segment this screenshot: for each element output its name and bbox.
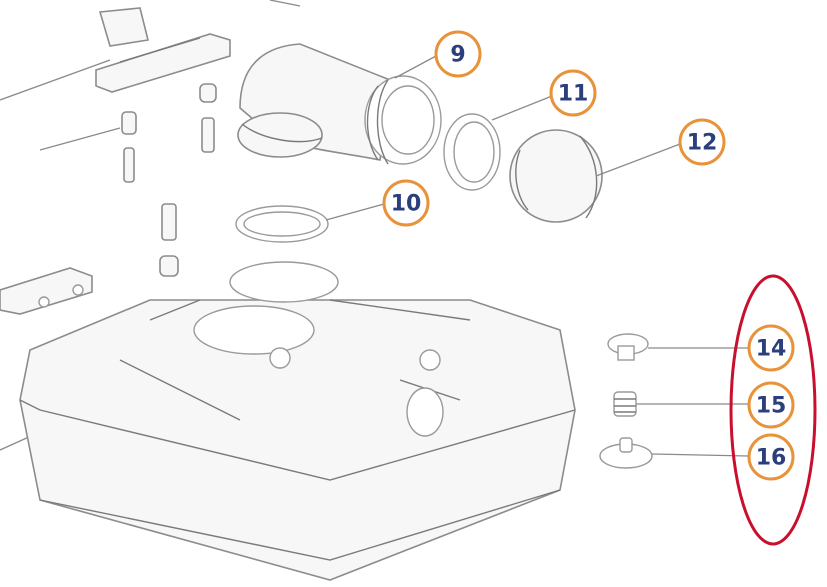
elbow-pipe-part bbox=[237, 43, 442, 165]
edge-leader-lines bbox=[0, 0, 301, 451]
seal-ring-part bbox=[443, 113, 501, 191]
latch-part bbox=[0, 267, 93, 315]
tank-body-part bbox=[19, 261, 576, 581]
handle-bracket-part bbox=[95, 7, 231, 93]
valve-disc-part bbox=[599, 437, 653, 469]
callout-16: 16 bbox=[747, 433, 795, 481]
callout-15: 15 bbox=[747, 381, 795, 429]
callout-label: 11 bbox=[558, 82, 589, 107]
callout-label: 12 bbox=[687, 131, 718, 156]
callout-12: 12 bbox=[678, 118, 726, 166]
screw-parts bbox=[121, 83, 217, 277]
callout-14: 14 bbox=[747, 324, 795, 372]
callout-10: 10 bbox=[382, 179, 430, 227]
callout-label: 14 bbox=[756, 337, 787, 362]
cap-part bbox=[509, 129, 603, 223]
button-part bbox=[607, 333, 649, 361]
callout-11: 11 bbox=[549, 69, 597, 117]
callout-label: 15 bbox=[756, 394, 787, 419]
callout-label: 16 bbox=[756, 446, 787, 471]
callout-9: 9 bbox=[434, 30, 482, 78]
callout-label: 9 bbox=[450, 43, 465, 68]
highlight-ellipse bbox=[729, 274, 817, 546]
o-ring-part bbox=[235, 205, 329, 243]
callout-label: 10 bbox=[391, 192, 422, 217]
spring-part bbox=[613, 391, 637, 417]
